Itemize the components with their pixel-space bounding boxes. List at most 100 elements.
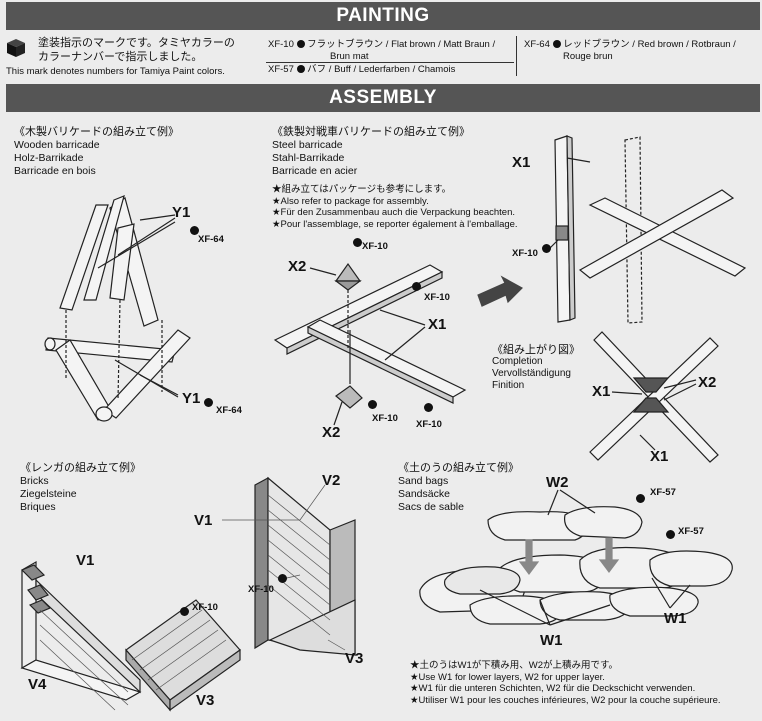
part-x2-top: X2 (288, 258, 307, 275)
steel-note-en: ★Also refer to package for assembly. (272, 195, 429, 207)
paint-dot-icon (278, 574, 287, 583)
paint-dot-icon (296, 65, 305, 74)
paint-dot-icon (204, 398, 213, 407)
part-w1-left: W1 (540, 632, 563, 649)
part-v4: V4 (28, 676, 47, 693)
paint-code-xf10: XF-10 (268, 39, 294, 50)
wooden-en: Wooden barricade (14, 139, 100, 151)
paint-xf64: XF-64 レッドブラウン / Red brown / Rotbraun / (524, 38, 736, 51)
paint-xf64-top: XF-64 (198, 234, 224, 245)
paint-dot-icon (542, 244, 551, 253)
sandbags-note-en: ★Use W1 for lower layers, W2 for upper l… (410, 671, 605, 683)
sandbags-jp: 《土のうの組み立て例》 (398, 462, 519, 474)
paint-name-xf57: バフ / Buff / Lederfarben / Chamois (307, 64, 456, 75)
part-w2: W2 (546, 474, 569, 491)
paint-note-en: This mark denotes numbers for Tamiya Pai… (6, 66, 225, 77)
paint-dot-icon (636, 494, 645, 503)
steel-note-de: ★Für den Zusammenbau auch die Verpackung… (272, 207, 516, 218)
paint-code-xf57: XF-57 (268, 64, 294, 75)
paint-xf10: XF-10 フラットブラウン / Flat brown / Matt Braun… (268, 38, 495, 51)
steel-note-jp: ★組み立てはパッケージも参考にします。 (272, 184, 452, 195)
paint-xf10-x2-top: XF-10 (362, 241, 388, 252)
painting-title: PAINTING (6, 2, 760, 30)
part-x1-right: X1 (512, 154, 531, 171)
paint-xf64-bottom: XF-64 (216, 405, 242, 416)
sandbags-note-fr: ★Utiliser W1 pour les couches inférieure… (410, 694, 721, 706)
sandbags-drawing (419, 506, 733, 625)
paint-dot-icon (424, 403, 433, 412)
bricks-fr: Briques (20, 501, 56, 513)
paint-note-jp-2: カラーナンバーで指示しました。 (38, 51, 203, 63)
paint-dot-icon (552, 40, 561, 49)
bricks-en: Bricks (20, 475, 49, 487)
steel-fr: Barricade en acier (272, 165, 358, 177)
part-v2: V2 (322, 472, 341, 489)
paint-name2-xf64: Rouge brun (563, 51, 613, 62)
completion-drawing (589, 331, 719, 463)
paint-dot-icon (353, 238, 362, 247)
steel-en: Steel barricade (272, 139, 343, 151)
sandbags-note-de: ★W1 für die unteren Schichten, W2 für di… (410, 683, 696, 694)
bricks-drawing-left (20, 560, 241, 712)
assembly-title: ASSEMBLY (6, 84, 760, 112)
paint-name-xf10: フラットブラウン / Flat brown / Matt Braun / (307, 39, 496, 50)
steel-notes: ★組み立てはパッケージも参考にします。 ★Also refer to packa… (272, 184, 518, 230)
paint-xf57: XF-57 バフ / Buff / Lederfarben / Chamois (268, 63, 455, 76)
paint-xf10-rail: XF-10 (416, 419, 442, 430)
wooden-barricade-drawing (44, 194, 191, 422)
paint-xf10-x2-bottom: XF-10 (372, 413, 398, 424)
wooden-heading: 《木製バリケードの組み立て例》 Wooden barricade Holz-Ba… (14, 126, 179, 178)
paint-dot-icon (296, 40, 305, 49)
part-x2-bottom: X2 (322, 424, 341, 441)
paint-name2-xf10: Brun mat (330, 51, 369, 62)
part-v3-right: V3 (345, 650, 364, 667)
divider (266, 62, 514, 63)
steel-note-fr: ★Pour l'assemblage, se reporter égalemen… (272, 218, 518, 230)
part-y1-bottom: Y1 (182, 390, 201, 407)
completion-de: Vervollständigung (492, 368, 571, 379)
part-v3-left: V3 (196, 692, 215, 709)
sandbags-notes: ★土のうはW1が下積み用、W2が上積み用です。 ★Use W1 for lowe… (410, 660, 721, 706)
wooden-de: Holz-Barrikade (14, 152, 84, 164)
bricks-jp: 《レンガの組み立て例》 (20, 462, 141, 474)
paint-note-jp-1: 塗装指示のマークです。タミヤカラーの (38, 37, 235, 49)
paint-dot-icon (368, 400, 377, 409)
completion-heading: 《組み上がり図》 Completion Vervollständigung Fi… (492, 344, 580, 392)
sandbags-fr: Sacs de sable (398, 501, 464, 513)
steel-jp: 《鉄製対戦車バリケードの組み立て例》 (272, 126, 470, 138)
paint-dot-icon (666, 530, 675, 539)
paint-xf57-bottom: XF-57 (678, 526, 704, 537)
completion-x1-left: X1 (592, 383, 611, 400)
sandbags-en: Sand bags (398, 475, 449, 487)
paint-mark-icon (7, 39, 25, 57)
sandbags-note-jp: ★土のうはW1が下積み用、W2が上積み用です。 (410, 660, 619, 671)
paint-dot-icon (190, 226, 199, 235)
divider (516, 36, 517, 76)
paint-xf10-bricks-right: XF-10 (248, 584, 274, 595)
paint-name-xf64: レッドブラウン / Red brown / Rotbraun / (563, 39, 736, 50)
bricks-de: Ziegelsteine (20, 488, 77, 500)
steel-de: Stahl-Barrikade (272, 152, 345, 164)
paint-xf10-x1: XF-10 (424, 292, 450, 303)
paint-xf10-right: XF-10 (512, 248, 538, 259)
paint-xf10-bricks-left: XF-10 (192, 602, 218, 613)
paint-dot-icon (180, 607, 189, 616)
part-x1: X1 (428, 316, 447, 333)
completion-jp: 《組み上がり図》 (492, 344, 580, 356)
part-y1-top: Y1 (172, 204, 191, 221)
part-v1-left: V1 (76, 552, 95, 569)
completion-en: Completion (492, 356, 543, 367)
part-v1-right: V1 (194, 512, 213, 529)
sandbags-de: Sandsäcke (398, 488, 450, 500)
paint-xf57-top: XF-57 (650, 487, 676, 498)
bricks-heading: 《レンガの組み立て例》 Bricks Ziegelsteine Briques (20, 462, 141, 514)
steel-barricade-assembly-drawing (545, 135, 747, 324)
wooden-jp: 《木製バリケードの組み立て例》 (14, 126, 179, 138)
paint-dot-icon (412, 282, 421, 291)
completion-x1-bottom: X1 (650, 448, 669, 465)
completion-x2: X2 (698, 374, 717, 391)
wooden-fr: Barricade en bois (14, 165, 96, 177)
paint-code-xf64: XF-64 (524, 39, 550, 50)
bricks-drawing-right (254, 476, 356, 656)
